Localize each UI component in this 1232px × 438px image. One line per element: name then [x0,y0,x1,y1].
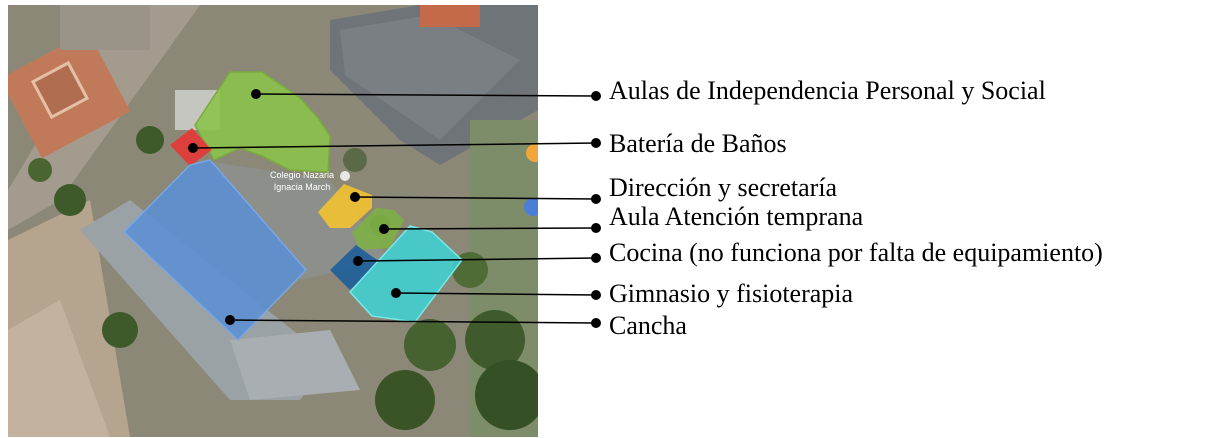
map-caption-line1: Colegio Nazaria [270,170,334,180]
satellite-image [8,5,538,437]
map-caption-line2: Ignacia March [274,182,331,192]
label-aula-atencion-temprana: Aula Atención temprana [609,202,864,231]
label-aulas-independencia: Aulas de Independencia Personal y Social [609,76,1046,105]
map-place-caption: Colegio Nazaria Ignacia March [270,170,350,192]
callout-dots [188,89,601,328]
label-gimnasio-fisioterapia: Gimnasio y fisioterapia [609,279,854,308]
legend-callouts [192,93,597,324]
label-cocina: Cocina (no funciona por falta de equipam… [609,238,1103,267]
overlay-cancha [122,159,308,342]
label-direccion-secretaria: Dirección y secretaría [609,173,838,202]
overlay-aula-atencion-temprana [352,208,404,250]
label-cancha: Cancha [609,311,687,340]
label-bateria-banos: Batería de Baños [609,129,787,158]
place-pin-icon [340,171,350,181]
overlay-cocina [330,245,380,290]
legend-labels: Aulas de Independencia Personal y Social… [609,76,1103,340]
